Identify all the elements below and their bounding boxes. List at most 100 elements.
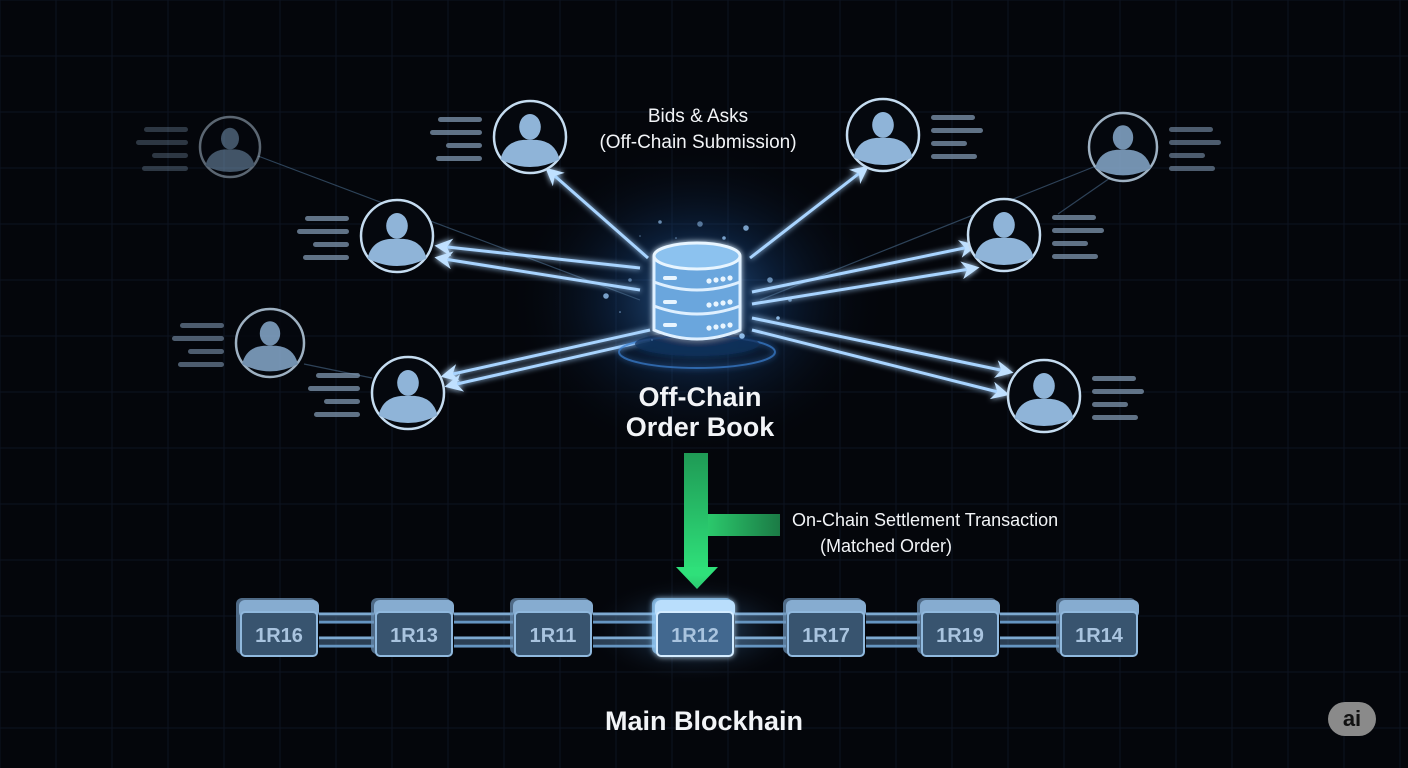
block: 1R11	[510, 598, 593, 657]
chain-link-fill	[735, 612, 786, 624]
info-line	[1092, 389, 1144, 394]
block: 1R16	[236, 598, 319, 657]
sparkle	[722, 236, 726, 240]
block: 1R14	[1056, 598, 1139, 657]
info-line	[142, 166, 188, 171]
chain-link-fill	[866, 636, 920, 648]
user-avatar-icon	[198, 115, 262, 179]
info-line	[1169, 127, 1213, 132]
flow-arrow	[751, 240, 978, 294]
block-label: 1R14	[1075, 625, 1124, 647]
bids-asks-label: Bids & Asks (Off-Chain Submission)	[560, 104, 836, 156]
block-label: 1R12	[671, 625, 719, 647]
info-line	[1052, 215, 1096, 220]
block-label: 1R19	[936, 625, 984, 647]
sparkle	[658, 220, 662, 224]
info-line	[324, 399, 360, 404]
user-avatar-icon	[845, 97, 921, 173]
chain-link-fill	[319, 612, 374, 624]
chain-link-fill	[454, 612, 513, 624]
block-label: 1R16	[255, 625, 303, 647]
participant-avatar	[966, 197, 1104, 273]
ai-badge: ai	[1328, 702, 1376, 736]
info-line	[446, 143, 482, 148]
flow-arrow	[444, 338, 651, 392]
participant-avatar	[297, 198, 435, 274]
info-line	[1092, 376, 1136, 381]
block-label: 1R17	[802, 625, 850, 647]
participant-avatar	[1087, 111, 1221, 183]
chain-link-fill	[1000, 636, 1059, 648]
blockchain-title: Main Blockhain	[604, 706, 804, 736]
participant-avatar	[308, 355, 446, 431]
info-line	[313, 242, 349, 247]
user-avatar-icon	[370, 355, 446, 431]
sparkle	[639, 235, 641, 237]
chain-link-fill	[593, 636, 655, 648]
info-line	[1169, 153, 1205, 158]
flow-arrow	[545, 167, 649, 260]
info-line	[297, 229, 349, 234]
sparkle	[619, 311, 621, 313]
settlement-label: On-Chain Settlement Transaction (Matched…	[792, 507, 1102, 559]
user-avatar-icon	[966, 197, 1042, 273]
info-line	[1092, 402, 1128, 407]
info-line	[436, 156, 482, 161]
sparkle	[651, 339, 653, 341]
block-label: 1R11	[530, 625, 577, 647]
info-line	[178, 362, 224, 367]
user-avatar-icon	[492, 99, 568, 175]
settlement-title: On-Chain Settlement Transaction	[792, 510, 1059, 530]
settlement-subtitle: (Matched Order)	[820, 536, 953, 556]
info-line	[1052, 241, 1088, 246]
info-line	[136, 140, 188, 145]
participant-avatar	[845, 97, 983, 173]
info-line	[1092, 415, 1138, 420]
chain-link-fill	[1000, 612, 1059, 624]
user-avatar-icon	[359, 198, 435, 274]
chain-link-fill	[319, 636, 374, 648]
sparkle	[767, 277, 773, 283]
flow-arrow	[434, 251, 641, 292]
info-line	[931, 115, 975, 120]
info-line	[314, 412, 360, 417]
sparkle	[603, 293, 609, 299]
participant-avatar	[172, 307, 306, 379]
participant-avatar	[430, 99, 568, 175]
info-line	[144, 127, 188, 132]
sparkle	[739, 333, 745, 339]
info-line	[931, 154, 977, 159]
info-line	[305, 216, 349, 221]
info-line	[438, 117, 482, 122]
sparkle	[697, 221, 703, 227]
block: 1R19	[917, 598, 1000, 657]
participants	[136, 97, 1221, 434]
flow-arrow	[751, 328, 1010, 400]
user-avatar-icon	[1087, 111, 1159, 183]
info-line	[1052, 228, 1104, 233]
sparkle	[759, 249, 761, 251]
sparkle	[788, 298, 792, 302]
info-line	[1052, 254, 1098, 259]
user-avatar-icon	[1006, 358, 1082, 434]
info-line	[931, 128, 983, 133]
chain-link-fill	[593, 612, 655, 624]
block: 1R17	[783, 598, 866, 657]
user-avatar-icon	[234, 307, 306, 379]
info-line	[1169, 140, 1221, 145]
info-line	[316, 373, 360, 378]
info-line	[172, 336, 224, 341]
sparkle	[628, 278, 632, 282]
block: 1R12	[652, 598, 735, 657]
info-line	[188, 349, 224, 354]
flow-arrow	[751, 316, 1014, 378]
info-line	[180, 323, 224, 328]
database-icon	[618, 241, 776, 369]
info-line	[152, 153, 188, 158]
info-line	[931, 141, 967, 146]
bids-asks-subtitle: (Off-Chain Submission)	[599, 132, 797, 153]
sparkle	[743, 225, 749, 231]
flow-arrow	[749, 165, 869, 260]
